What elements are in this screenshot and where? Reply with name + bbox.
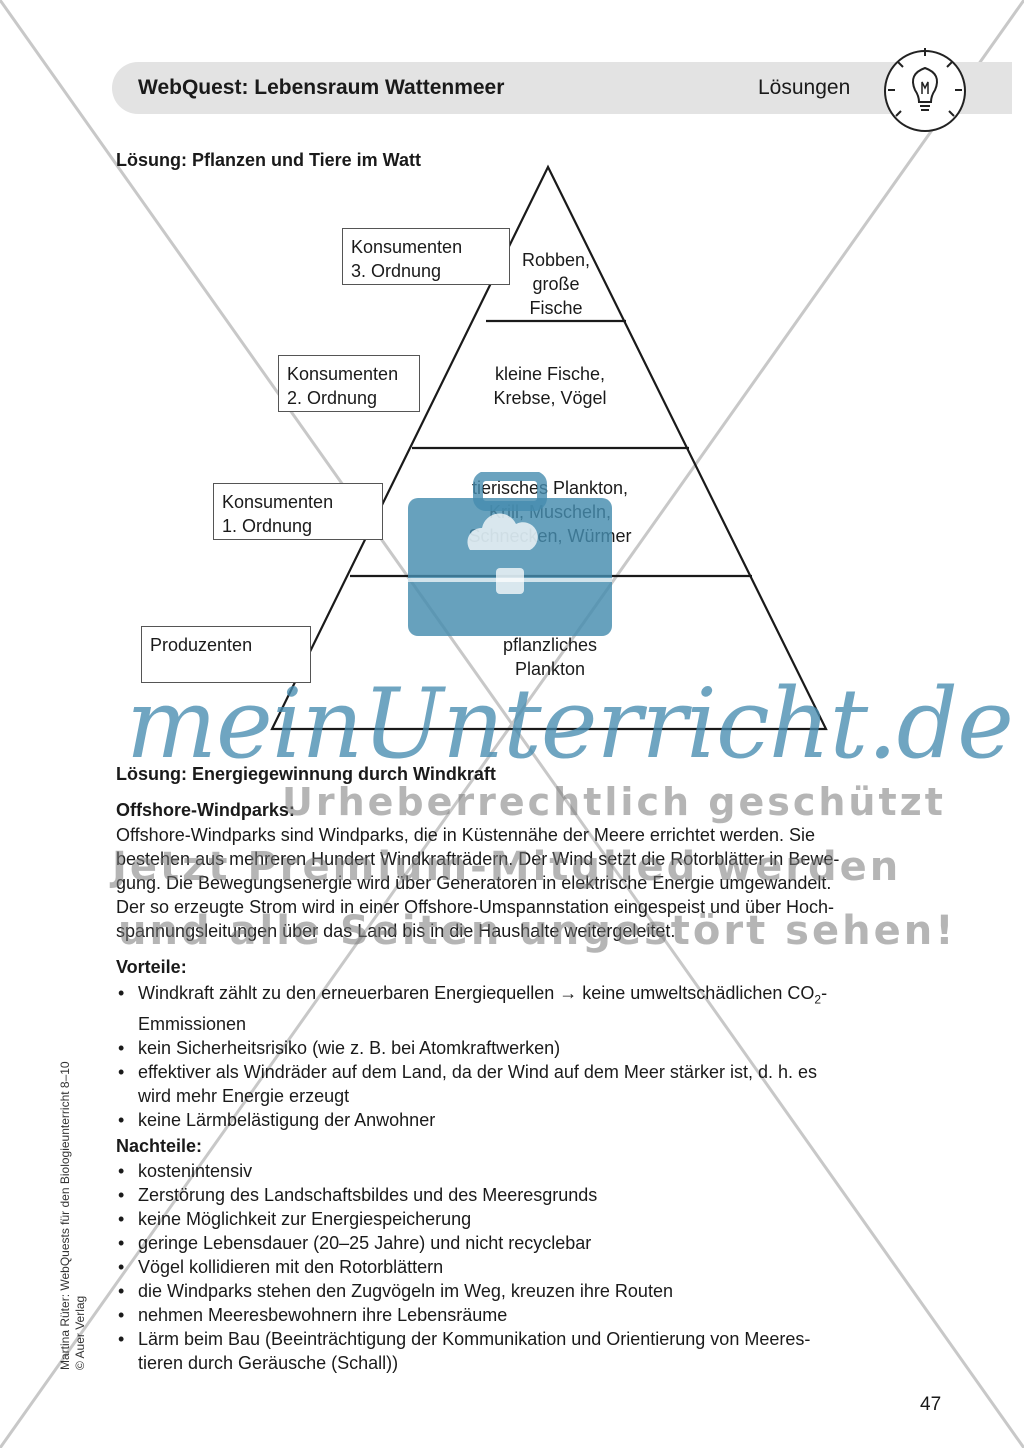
pyramid-producer-content: pflanzliches Plankton (502, 635, 598, 679)
list-item: •keine Möglichkeit zur Energiespeicherun… (118, 1209, 472, 1229)
list-item: •kostenintensiv (118, 1161, 253, 1181)
pyramid-section-title: Lösung: Pflanzen und Tiere im Watt (116, 150, 422, 170)
list-item: • Windkraft zählt zu den erneuerbaren En… (118, 983, 828, 1034)
label-consumers-3: Konsumenten 3. Ordnung (342, 228, 510, 285)
label-producers: Produzenten (141, 626, 311, 683)
lightbulb-icon (878, 44, 972, 138)
pyramid-level-3-content: Robben, große Fische (521, 250, 591, 318)
section-label: Lösungen (758, 76, 851, 99)
pyramid-level-2-content: kleine Fische, Krebse, Vögel (493, 364, 607, 408)
side-credit: Martina Rüter: WebQuests für den Biologi… (58, 1061, 87, 1370)
label-consumers-2: Konsumenten 2. Ordnung (278, 355, 420, 412)
header-bar (112, 62, 1012, 114)
list-item: •effektiver als Windräder auf dem Land, … (118, 1061, 817, 1106)
page-number: 47 (920, 1394, 942, 1415)
list-item: •nehmen Meeresbewohnern ihre Lebensräume (118, 1305, 508, 1325)
list-item: •keine Lärmbelästigung der Anwohner (118, 1109, 436, 1130)
offshore-paragraph: Offshore-Windparks sind Windparks, die i… (116, 825, 840, 941)
wind-section-title: Lösung: Energiegewinnung durch Windkraft (116, 764, 496, 784)
list-item: •Vögel kollidieren mit den Rotorblättern (118, 1257, 444, 1277)
nachteile-list: •kostenintensiv •Zerstörung des Landscha… (116, 1159, 946, 1375)
label-consumers-1: Konsumenten 1. Ordnung (213, 483, 383, 540)
vorteile-list: • Windkraft zählt zu den erneuerbaren En… (116, 981, 946, 1132)
list-item: •die Windparks stehen den Zugvögeln im W… (118, 1281, 673, 1301)
list-item: •geringe Lebensdauer (20–25 Jahre) und n… (118, 1233, 592, 1253)
watermark-line-1: Urheberrechtlich geschützt (282, 780, 946, 824)
list-item: •kein Sicherheitsrisiko (wie z. B. bei A… (118, 1037, 561, 1058)
pyramid-level-1-content: tierisches Plankton, Krill, Muscheln, Sc… (468, 478, 632, 546)
list-item: •Lärm beim Bau (Beeinträchtigung der Kom… (118, 1329, 811, 1373)
list-item: •Zerstörung des Landschaftsbildes und de… (118, 1185, 598, 1205)
worksheet-title: WebQuest: Lebensraum Wattenmeer (138, 76, 505, 99)
nachteile-title: Nachteile: (116, 1136, 203, 1156)
vorteile-title: Vorteile: (116, 957, 187, 977)
offshore-title: Offshore-Windparks: (116, 800, 295, 820)
